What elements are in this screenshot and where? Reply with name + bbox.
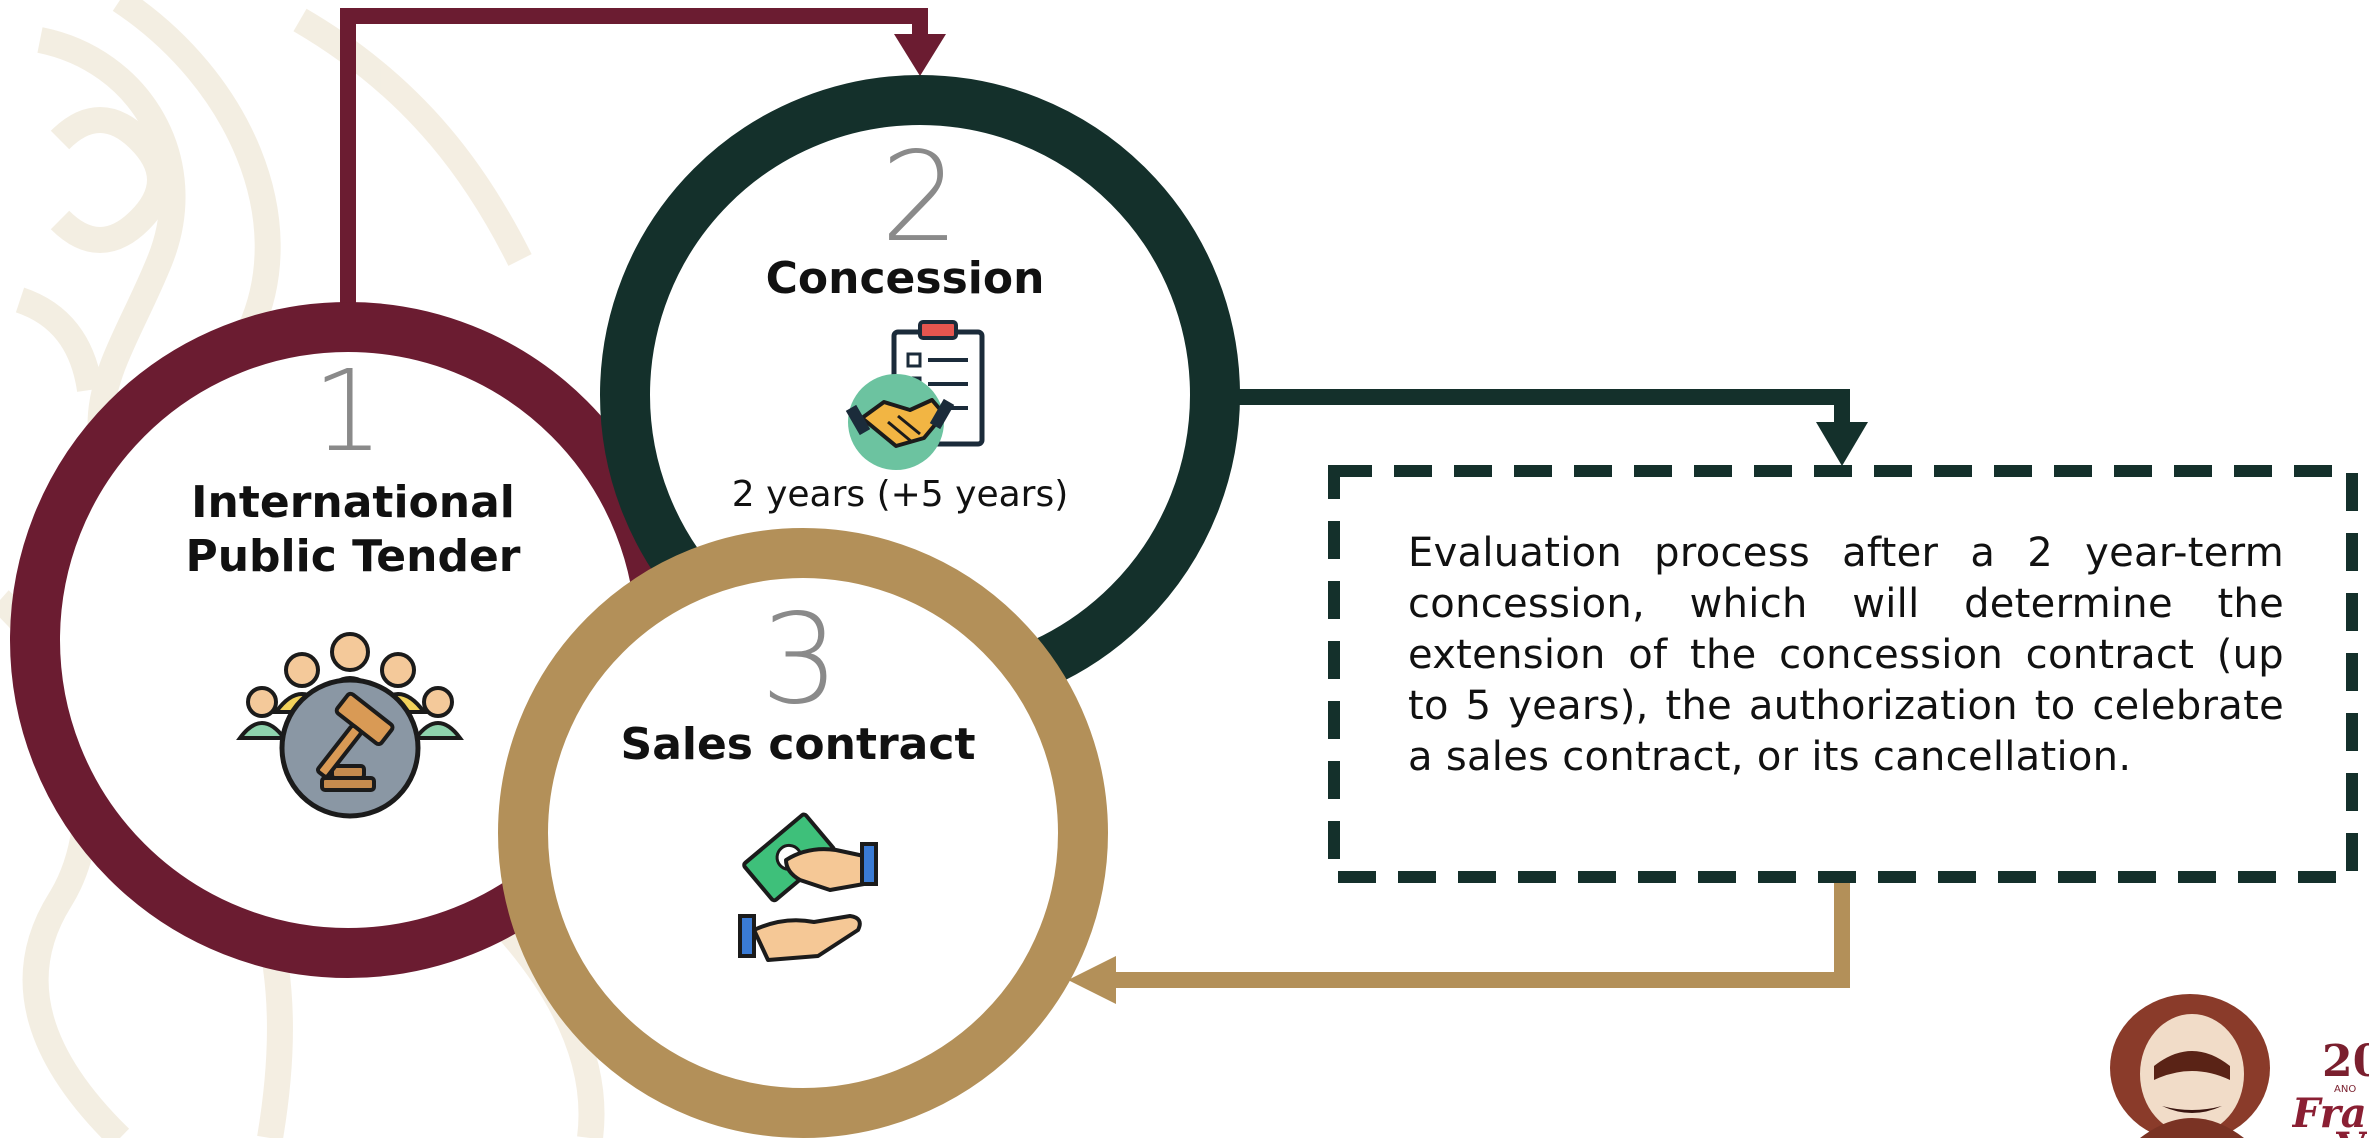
step-1-title-line-2: Public Tender xyxy=(185,530,521,582)
step-2-number: 2 xyxy=(880,126,960,270)
logo-text-v: V xyxy=(2336,1124,2367,1138)
evaluation-box xyxy=(1328,465,2358,883)
gavel-group-icon xyxy=(236,632,464,819)
connector-concession-to-evaluation xyxy=(1230,389,1868,466)
step-1-number: 1 xyxy=(312,347,384,477)
logo-text-fran: Fran xyxy=(2292,1090,2369,1137)
step-3-number: 3 xyxy=(760,588,840,732)
step-2-term: 2 years (+5 years) xyxy=(731,474,1069,515)
step-3-title: Sales contract xyxy=(620,719,976,770)
step-1-title: International Public Tender xyxy=(158,476,548,583)
villa-portrait-logo xyxy=(2110,994,2270,1138)
money-exchange-icon xyxy=(738,812,878,962)
connector-tender-to-concession xyxy=(340,8,946,303)
evaluation-text: Evaluation process after a 2 year-term c… xyxy=(1408,530,2284,780)
step-1-title-line-1: International xyxy=(191,477,515,528)
step-2-title: Concession xyxy=(765,253,1045,304)
handshake-contract-icon xyxy=(845,320,985,470)
connector-evaluation-to-sales xyxy=(1068,878,1850,1004)
logo-text-20: 20 xyxy=(2322,1036,2369,1087)
logo-text-ano: AÑO xyxy=(2334,1084,2357,1095)
